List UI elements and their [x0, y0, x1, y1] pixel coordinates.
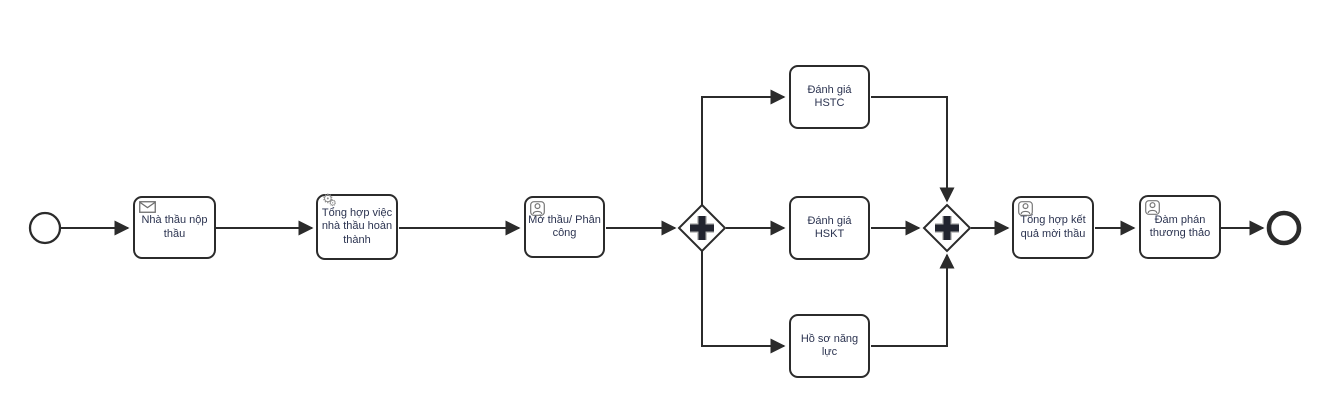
parallel-gateway-split[interactable]	[677, 203, 727, 253]
task-mo-thau-phan-cong[interactable]: Mở thầu/ Phân công	[524, 196, 605, 258]
task-danh-gia-hskt[interactable]: Đánh giá HSKT	[789, 196, 870, 260]
start-event[interactable]	[28, 211, 62, 245]
message-icon	[139, 201, 156, 213]
user-icon	[1145, 200, 1160, 215]
task-label: Hồ sơ năng lực	[800, 332, 859, 358]
flow-hoso-to-join	[871, 253, 955, 347]
task-ho-so-nang-luc[interactable]: Hồ sơ năng lực	[789, 314, 870, 378]
task-label: Mở thầu/ Phân công	[528, 213, 601, 239]
task-tong-hop-ket-qua[interactable]: Tổng hợp kết quả mời thầu	[1012, 196, 1094, 259]
task-label: Tổng hợp việc nhà thầu hoàn thành	[321, 206, 393, 246]
task-label: Đàm phán thương thảo	[1149, 213, 1211, 239]
parallel-plus-icon	[690, 216, 714, 240]
task-tong-hop-viec[interactable]: ⚙⚙ Tổng hợp việc nhà thầu hoàn thành	[316, 191, 398, 260]
gears-icon: ⚙⚙	[322, 191, 337, 208]
task-danh-gia-hstc[interactable]: Đánh giá HSTC	[789, 65, 870, 129]
flow-split-to-hstc	[701, 89, 786, 205]
task-label: Nhà thầu nộp thầu	[141, 214, 208, 240]
end-event[interactable]	[1266, 210, 1302, 246]
flow-hstc-to-join	[871, 96, 955, 203]
parallel-gateway-join[interactable]	[922, 203, 972, 253]
task-label: Tổng hợp kết quả mời thầu	[1020, 214, 1086, 240]
flow-split-to-hoso	[701, 251, 786, 354]
task-nha-thau-nop-thau[interactable]: Nhà thầu nộp thầu	[133, 196, 216, 259]
user-icon	[530, 201, 545, 216]
task-dam-phan-thuong-thao[interactable]: Đàm phán thương thảo	[1139, 195, 1221, 259]
task-label: Đánh giá HSKT	[807, 214, 852, 240]
task-label: Đánh giá HSTC	[807, 83, 852, 109]
user-icon	[1018, 201, 1033, 216]
parallel-plus-icon	[935, 216, 959, 240]
